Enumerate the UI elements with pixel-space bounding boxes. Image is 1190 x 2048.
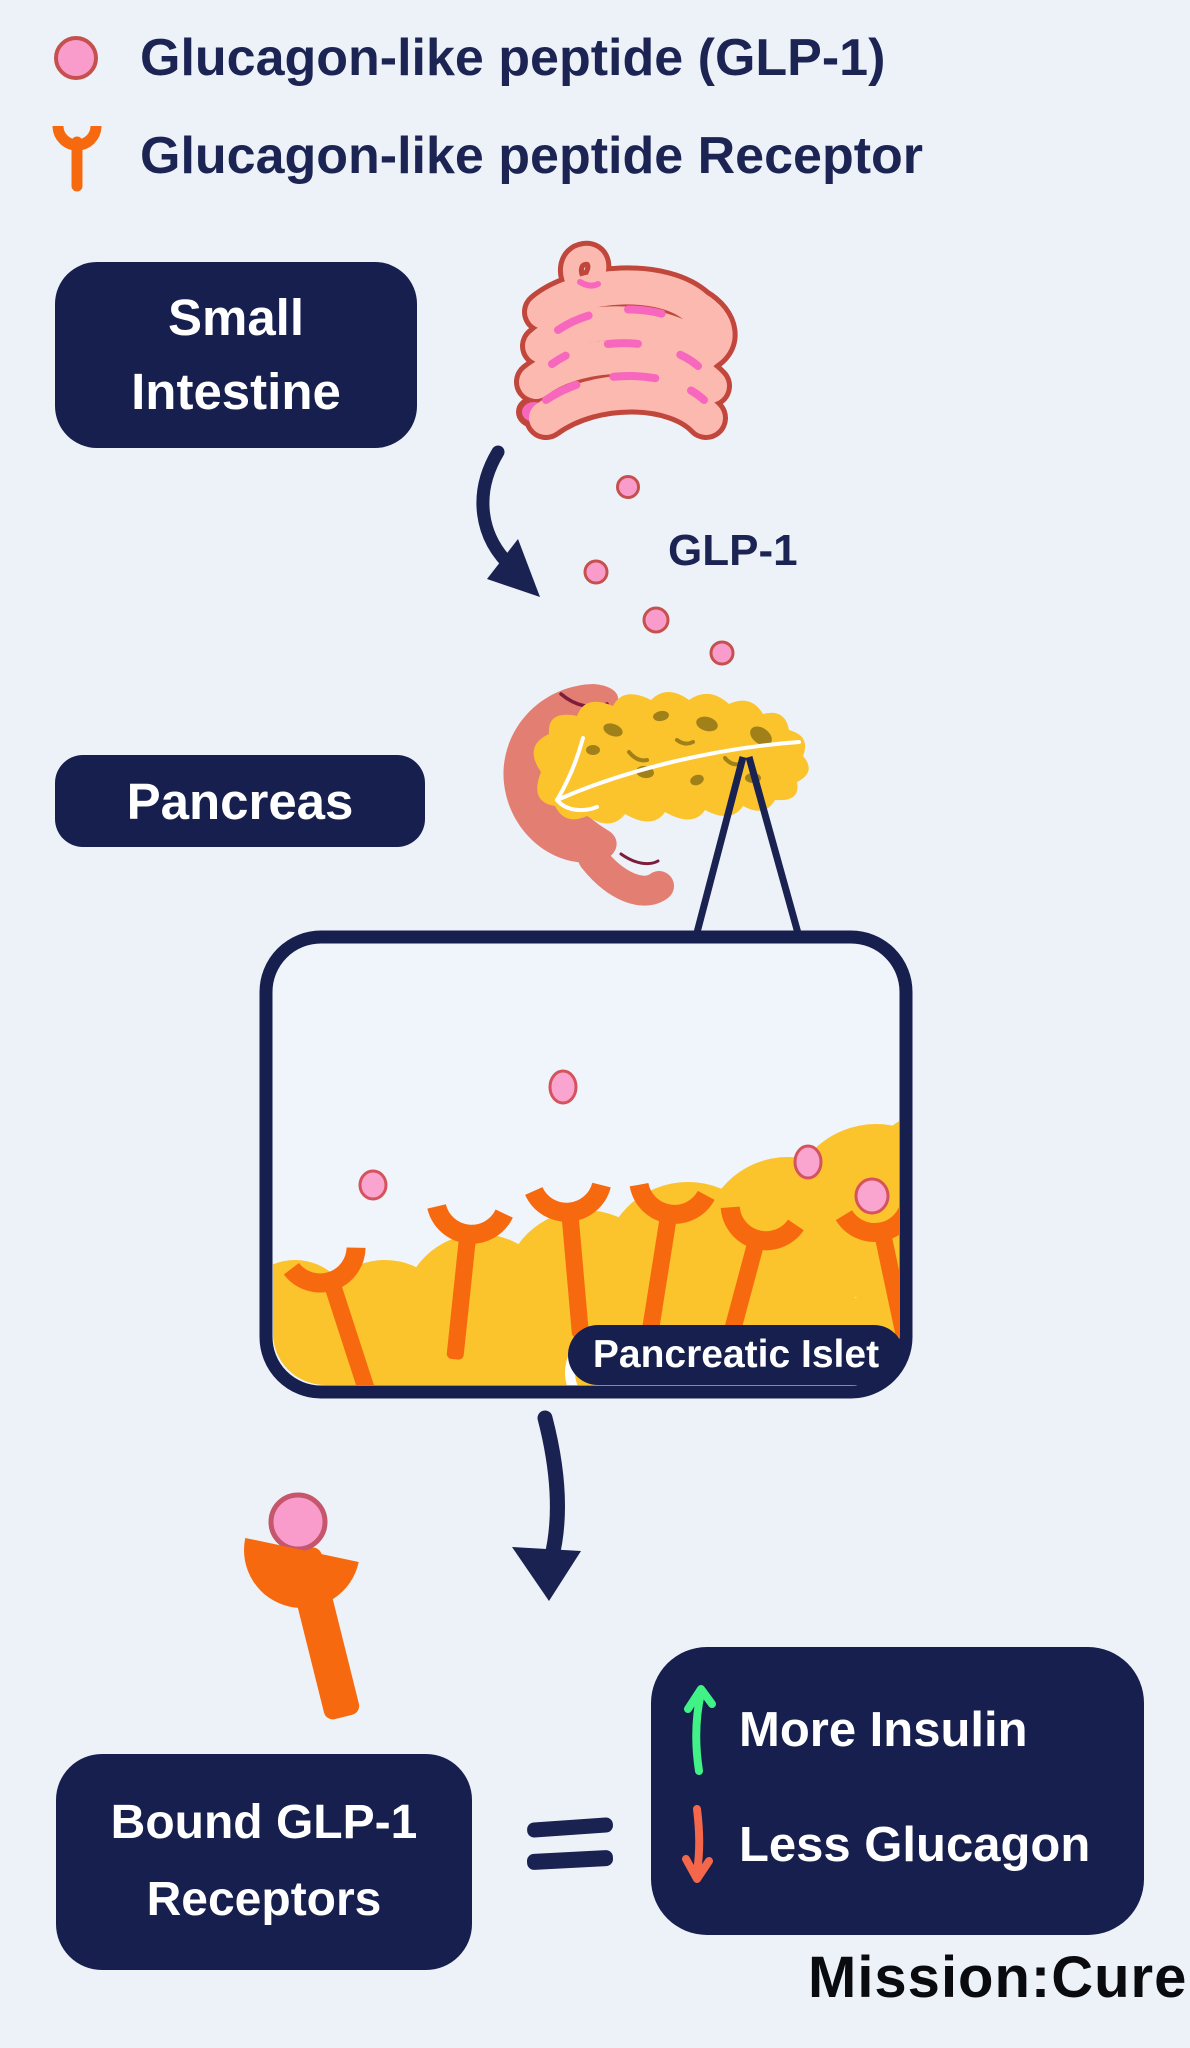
box-to-result-arrow <box>512 1410 581 1601</box>
legend-glp1-label: Glucagon-like peptide (GLP-1) <box>140 29 886 87</box>
bound-glp1-dot <box>854 1177 890 1215</box>
more-insulin-label: More Insulin <box>739 1703 1028 1757</box>
equals-symbol <box>526 1817 614 1870</box>
result-box: More Insulin Less Glucagon <box>651 1647 1144 1935</box>
result-row-glucagon: Less Glucagon <box>681 1805 1090 1885</box>
small-intestine-label: Small Intestine <box>55 262 417 448</box>
receptor-icon <box>52 125 102 192</box>
down-arrow-icon <box>682 1805 713 1883</box>
pancreatic-duct <box>555 736 801 813</box>
brand-logo: Mission:Cure <box>808 1945 1188 2010</box>
glp1-text-label: GLP-1 <box>668 526 798 575</box>
bound-glp1-receptors-label: Bound GLP-1 Receptors <box>56 1754 472 1970</box>
glp1-dot-icon <box>54 36 98 80</box>
intestine-to-pancreas-arrow <box>476 445 540 597</box>
islet-glp1-dots <box>358 1069 890 1215</box>
glp1-dots-falling <box>583 475 735 666</box>
up-arrow-icon <box>684 1685 716 1775</box>
pancreatic-islet-badge: Pancreatic Islet <box>568 1325 904 1385</box>
pancreas-illustration <box>503 684 809 906</box>
legend-receptor-label: Glucagon-like peptide Receptor <box>140 127 924 185</box>
pancreas-label: Pancreas <box>55 755 425 847</box>
less-glucagon-label: Less Glucagon <box>739 1818 1091 1872</box>
result-row-insulin: More Insulin <box>681 1685 1028 1775</box>
magnifier-lines <box>690 756 805 945</box>
bound-receptor-illustration <box>244 1492 360 1720</box>
small-intestine-illustration <box>514 240 738 440</box>
